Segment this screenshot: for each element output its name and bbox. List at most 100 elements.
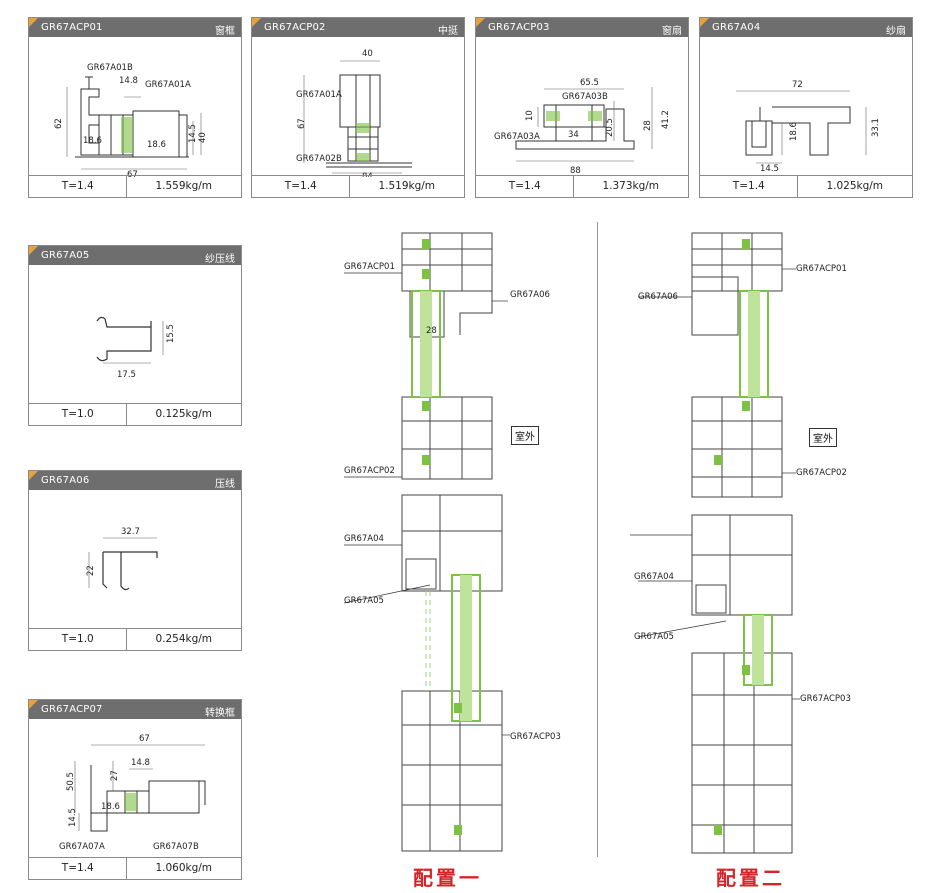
outside-label: 室外 <box>809 428 837 447</box>
config-part-label: GR67A04 <box>344 534 384 544</box>
part-label: GR67A02B <box>296 154 342 164</box>
dim-label: 72 <box>792 80 803 90</box>
weight-value: 1.060kg/m <box>125 858 241 879</box>
profile-drawing-a05: 15.5 17.5 <box>96 316 176 380</box>
corner-marker-icon <box>252 18 261 27</box>
corner-marker-icon <box>476 18 485 27</box>
profile-name: 转换框 <box>205 708 235 719</box>
card-header: GR67ACP03 窗扇 <box>476 18 688 37</box>
profile-drawing-a04: 72 18.6 33.1 14.5 <box>736 80 881 174</box>
card-header: GR67A04 纱扇 <box>700 18 912 37</box>
config-part-label: GR67A06 <box>510 290 550 300</box>
dim-label: 65.5 <box>580 78 599 88</box>
dim-label: 14.5 <box>68 808 78 827</box>
dim-label: 40 <box>362 49 373 59</box>
dim-label: 32.7 <box>121 527 140 537</box>
dim-label: 22 <box>86 565 96 576</box>
profile-name: 纱压线 <box>205 254 235 265</box>
profile-card-a05: GR67A05 纱压线 15.5 17.5 T=1.0 0.125kg/m <box>28 245 242 426</box>
profile-code: GR67A05 <box>41 250 90 261</box>
thickness-value: T=1.4 <box>61 180 94 192</box>
part-label: GR67A01A <box>145 80 191 90</box>
config-part-label: GR67ACP01 <box>796 264 847 274</box>
profile-drawing-acp02: 40 GR67A01A 67 GR67A02B 84 <box>296 49 412 177</box>
dim-label: 18.6 <box>83 136 102 146</box>
profile-name: 窗框 <box>215 26 235 37</box>
profile-name: 压线 <box>215 479 235 490</box>
config-part-label: GR67A05 <box>634 632 674 642</box>
card-header: GR67A06 压线 <box>29 471 241 490</box>
thickness-value: T=1.4 <box>508 180 541 192</box>
dim-label: 10 <box>525 110 535 121</box>
glass-pane <box>748 291 760 397</box>
thickness-value: T=1.0 <box>61 633 94 645</box>
outside-label: 室外 <box>511 426 539 445</box>
profile-drawing-a06: 32.7 22 <box>86 527 158 591</box>
thickness-value: T=1.4 <box>284 180 317 192</box>
config1-caption: 配置一 <box>413 866 482 890</box>
profile-card-a04: GR67A04 纱扇 72 18.6 33.1 14.5 T=1.4 1.025… <box>699 17 913 198</box>
thickness-value: T=1.4 <box>732 180 765 192</box>
thermal-break-strip <box>356 123 370 133</box>
dim-label: 88 <box>570 166 581 176</box>
part-label: GR67A07A <box>59 842 105 852</box>
card-footer: T=1.4 1.373kg/m <box>476 175 688 197</box>
dim-label: 17.5 <box>117 370 136 380</box>
corner-marker-icon <box>700 18 709 27</box>
dim-label: 33.1 <box>871 118 881 137</box>
config-part-label: GR67ACP02 <box>344 466 395 476</box>
part-label: GR67A01A <box>296 90 342 100</box>
thermal-break-strip <box>356 153 370 161</box>
dim-label: 18.6 <box>789 122 799 141</box>
card-footer: T=1.4 1.519kg/m <box>252 175 464 197</box>
profile-code: GR67A04 <box>712 22 761 33</box>
dim-label: 18.6 <box>101 802 120 812</box>
config-divider <box>597 222 598 857</box>
dim-label: 28 <box>643 120 653 131</box>
profile-code: GR67ACP07 <box>41 704 103 715</box>
profile-code: GR67ACP03 <box>488 22 550 33</box>
dim-label: 15.5 <box>166 324 176 343</box>
card-header: GR67ACP01 窗框 <box>29 18 241 37</box>
card-footer: T=1.4 1.025kg/m <box>700 175 912 197</box>
dim-label: 67 <box>139 734 150 744</box>
config-part-label: GR67ACP02 <box>796 468 847 478</box>
profile-card-acp02: GR67ACP02 中挺 40 GR67A01A 67 GR67A02B 84 … <box>251 17 465 198</box>
dim-label: 67 <box>297 118 307 129</box>
config2-section-drawing: GR67ACP01 GR67A06 GR67ACP02 GR67A04 GR67… <box>630 232 851 854</box>
dim-label: 14.8 <box>119 76 138 86</box>
profile-name: 中挺 <box>438 26 458 37</box>
dim-label: 18.6 <box>147 140 166 150</box>
dim-label: 14.5 <box>760 164 779 174</box>
weight-value: 1.025kg/m <box>796 176 912 197</box>
corner-marker-icon <box>29 18 38 27</box>
card-footer: T=1.0 0.125kg/m <box>29 403 241 425</box>
profile-name: 窗扇 <box>662 26 682 37</box>
config-part-label: GR67A04 <box>634 572 674 582</box>
weight-value: 0.125kg/m <box>125 404 241 425</box>
config-part-label: GR67ACP01 <box>344 262 395 272</box>
glass-pane <box>420 291 432 397</box>
dim-label: 14.5 <box>188 124 198 143</box>
profile-code: GR67ACP02 <box>264 22 326 33</box>
profile-card-acp01: GR67ACP01 窗框 GR67A01B GR67A01A 14.8 62 1… <box>28 17 242 198</box>
dim-label: 27 <box>110 770 120 781</box>
dim-label: 34 <box>568 130 579 140</box>
weight-value: 0.254kg/m <box>125 629 241 650</box>
weight-value: 1.519kg/m <box>348 176 464 197</box>
thermal-break-strip <box>588 111 602 121</box>
dim-label: 84 <box>362 172 373 177</box>
dim-label: 40 <box>198 132 208 143</box>
thickness-value: T=1.0 <box>61 408 94 420</box>
glass-dim-label: 28 <box>426 326 437 336</box>
corner-marker-icon <box>29 471 38 480</box>
glass-pane <box>460 575 472 721</box>
card-header: GR67A05 纱压线 <box>29 246 241 265</box>
thermal-break-strip <box>125 793 137 811</box>
card-footer: T=1.4 1.060kg/m <box>29 857 241 879</box>
weight-value: 1.373kg/m <box>572 176 688 197</box>
config-part-label: GR67A06 <box>638 292 678 302</box>
glass-pane <box>752 615 764 685</box>
config-part-label: GR67A05 <box>344 596 384 606</box>
profile-card-acp07: GR67ACP07 转换框 67 14.8 27 50.5 18.6 14.5 … <box>28 699 242 880</box>
